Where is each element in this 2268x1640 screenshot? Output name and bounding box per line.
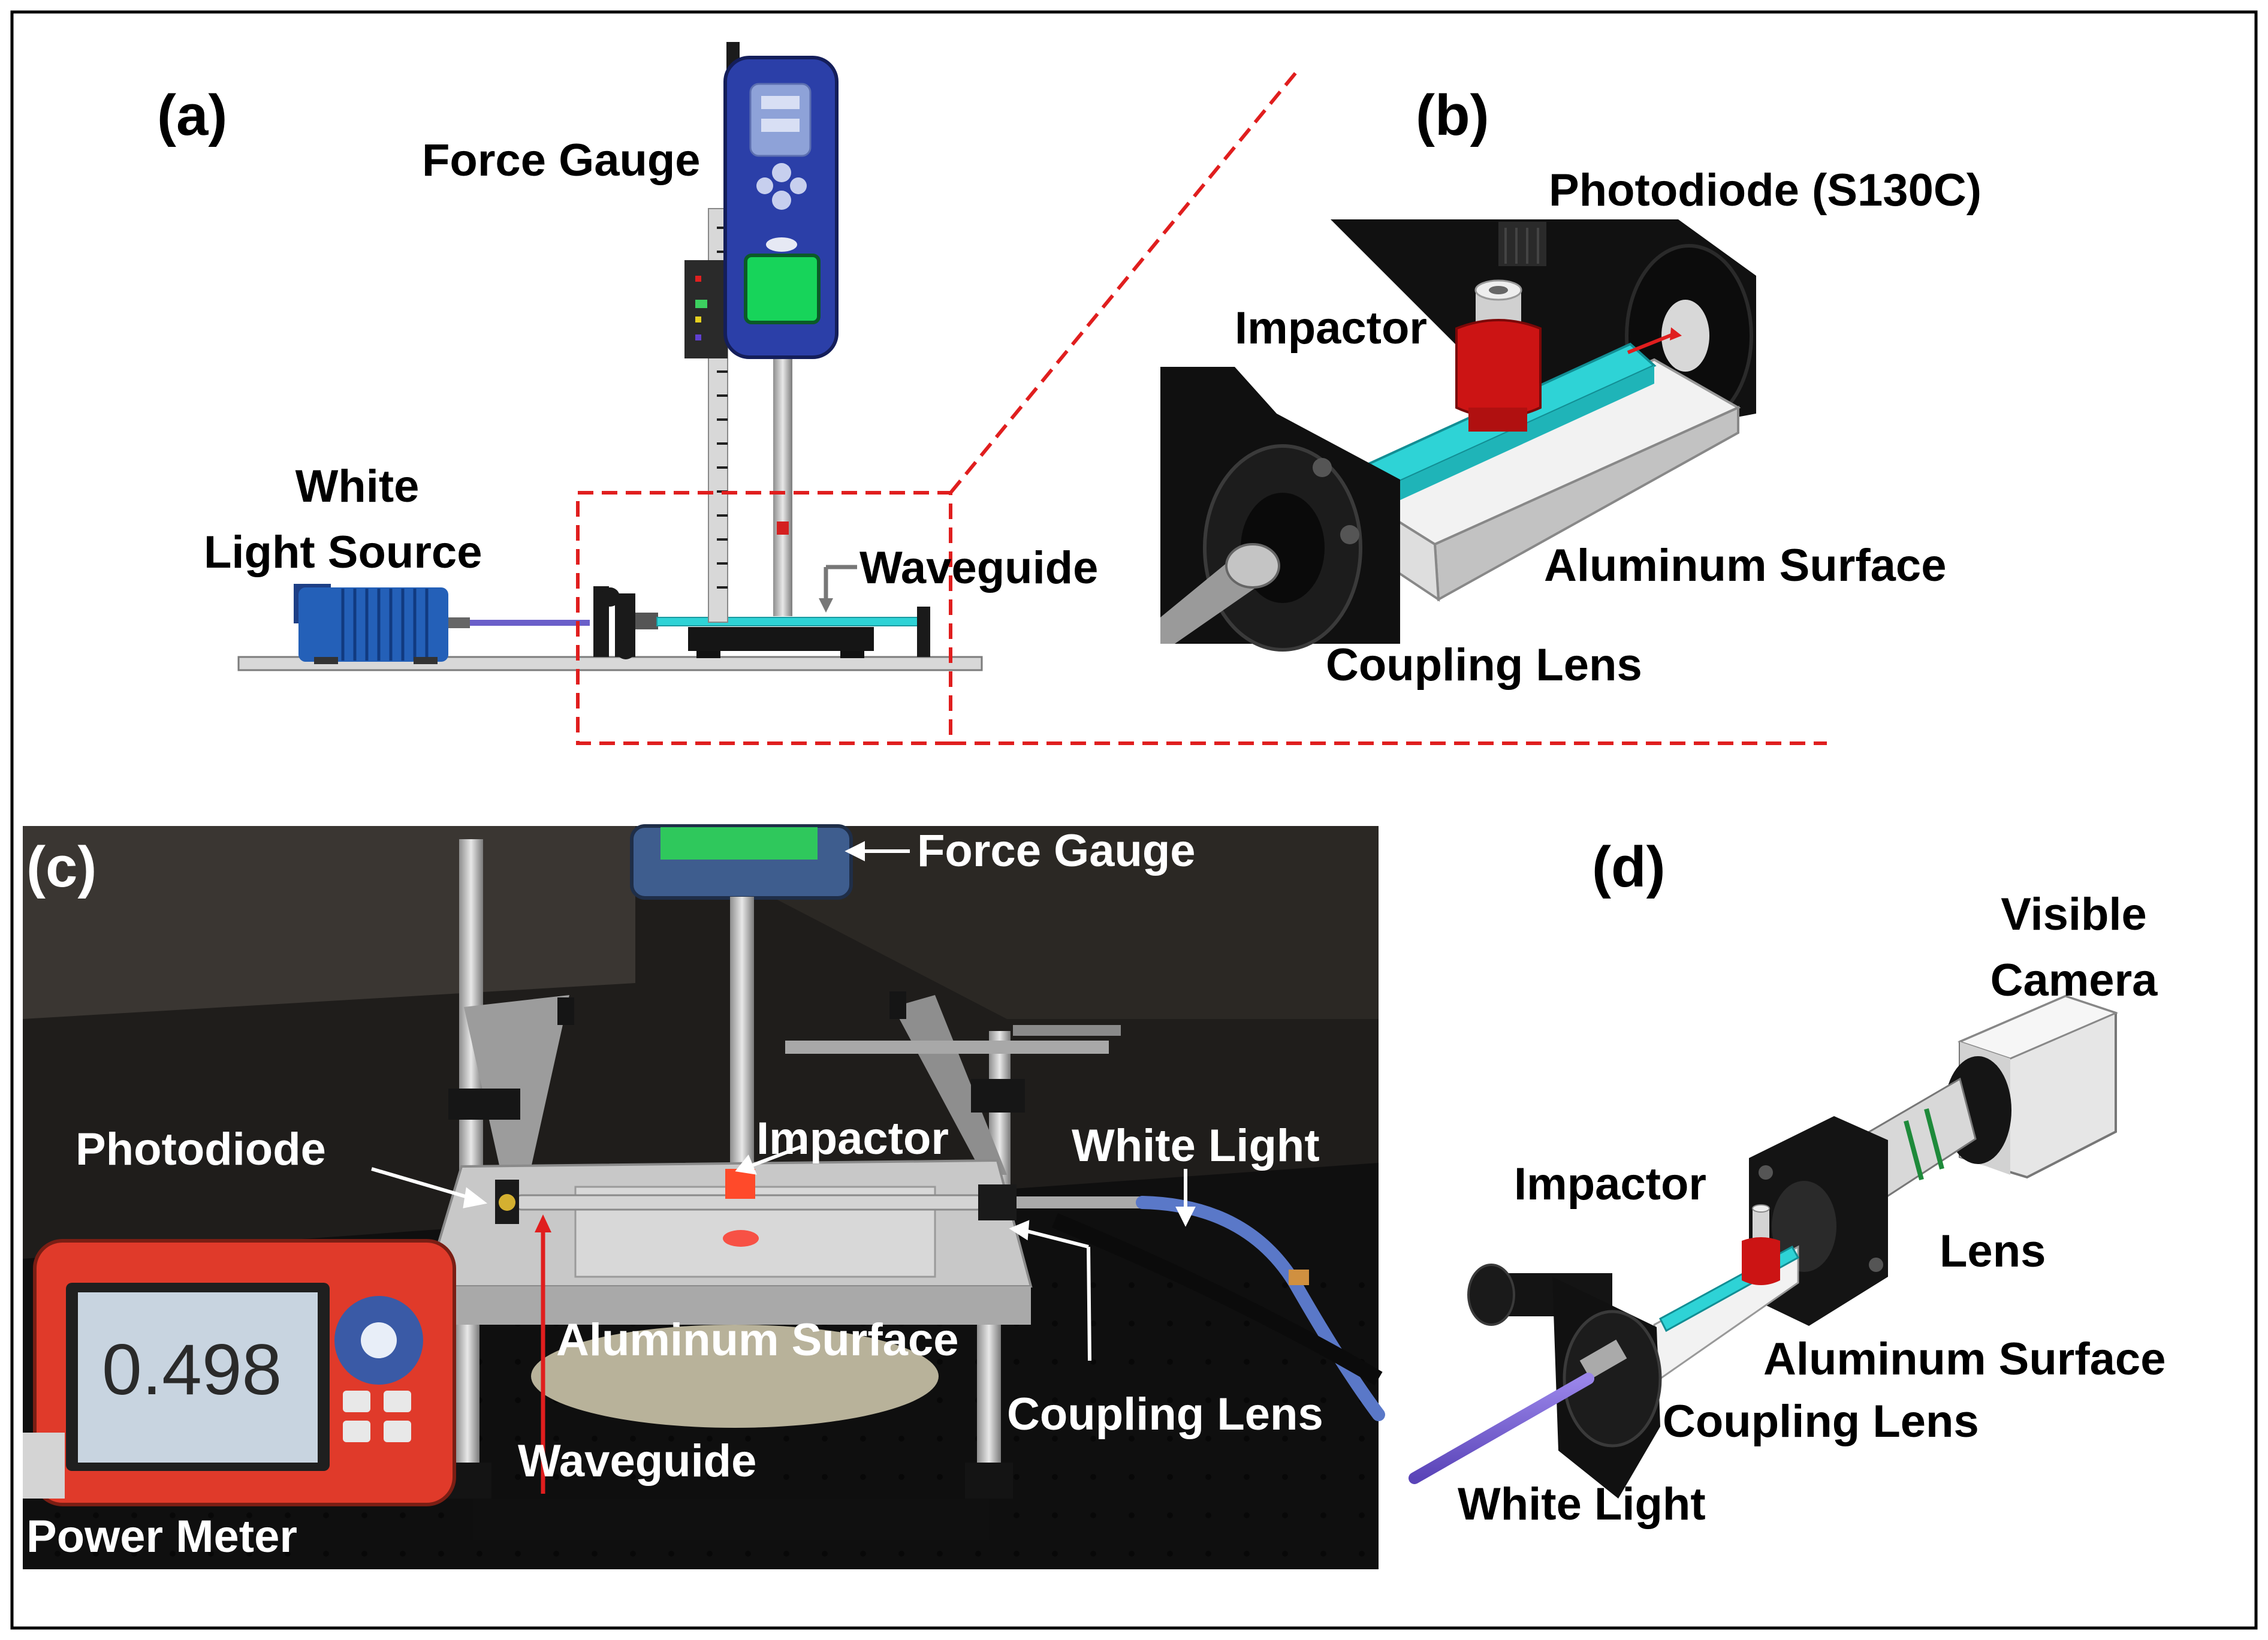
label-force-gauge-c: Force Gauge bbox=[917, 825, 1196, 876]
zoom-callout bbox=[576, 67, 1827, 745]
label-impactor-d: Impactor bbox=[1514, 1159, 1706, 1210]
figure-border bbox=[10, 10, 2258, 1630]
label-photodiode-b: Photodiode (S130C) bbox=[1549, 165, 1982, 216]
label-waveguide-a: Waveguide bbox=[859, 542, 1099, 593]
label-force-gauge-a: Force Gauge bbox=[422, 135, 701, 186]
power-meter-reading: 0.498 bbox=[102, 1330, 282, 1410]
panel-b-illustration bbox=[1160, 219, 1756, 652]
power-meter-photo: 0.498 bbox=[23, 1239, 456, 1506]
label-impactor-b: Impactor bbox=[1235, 303, 1427, 354]
label-aluminum-surface-d: Aluminum Surface bbox=[1763, 1334, 2166, 1385]
label-aluminum-surface-c: Aluminum Surface bbox=[556, 1315, 959, 1365]
label-light-source-a-line2: Light Source bbox=[204, 527, 482, 578]
panel-c-letter: (c) bbox=[26, 835, 97, 899]
panel-a-illustration bbox=[237, 42, 983, 671]
coupling-mount-illustration bbox=[593, 586, 658, 659]
label-white-a-line1: White bbox=[295, 461, 420, 512]
label-white-light-d: White Light bbox=[1458, 1479, 1706, 1530]
label-coupling-lens-c: Coupling Lens bbox=[1007, 1389, 1323, 1440]
label-coupling-lens-d: Coupling Lens bbox=[1663, 1396, 1979, 1447]
panel-c-photo: 0.498 bbox=[23, 824, 1385, 1569]
label-impactor-c: Impactor bbox=[756, 1113, 949, 1164]
waveguide-illustration bbox=[656, 617, 921, 626]
label-aluminum-surface-b: Aluminum Surface bbox=[1544, 540, 1947, 591]
label-white-light-c: White Light bbox=[1072, 1120, 1320, 1171]
white-light-source-illustration bbox=[294, 584, 590, 664]
panel-a-letter: (a) bbox=[157, 83, 228, 147]
label-power-meter-c: Power Meter bbox=[26, 1511, 297, 1562]
label-photodiode-c: Photodiode bbox=[76, 1124, 326, 1175]
label-waveguide-c: Waveguide bbox=[518, 1436, 757, 1487]
label-lens-d: Lens bbox=[1940, 1226, 2046, 1277]
panel-b-letter: (b) bbox=[1416, 83, 1489, 147]
label-visible-d-line1: Visible bbox=[2001, 889, 2147, 940]
label-camera-d-line2: Camera bbox=[1990, 955, 2158, 1006]
panel-d-illustration bbox=[1409, 994, 2119, 1499]
panel-d-letter: (d) bbox=[1592, 835, 1666, 899]
force-gauge-illustration bbox=[723, 42, 839, 359]
label-coupling-lens-b: Coupling Lens bbox=[1326, 640, 1642, 691]
